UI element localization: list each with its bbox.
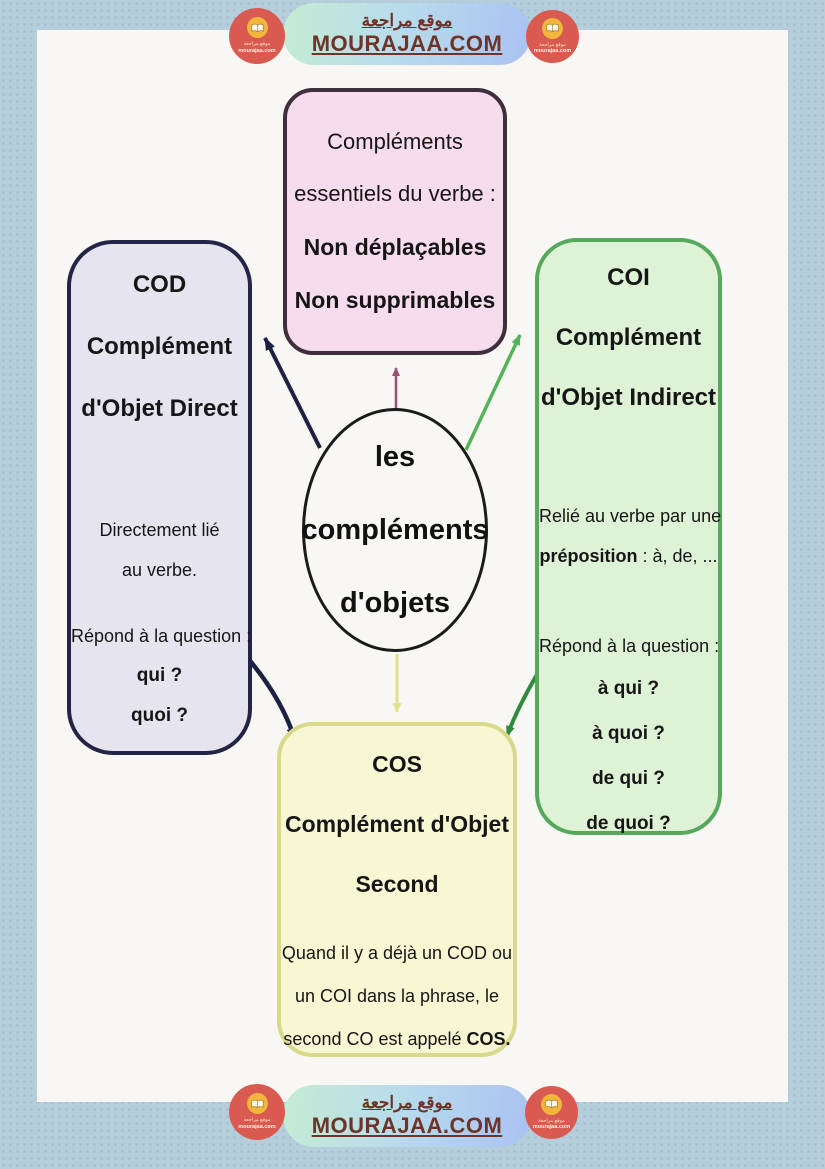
footer-left-logo-badge[interactable]: موقع مراجعة mourajaa.com <box>229 1084 285 1140</box>
cod-question-1: qui ? <box>136 665 183 686</box>
coi-title-line-1: Complément <box>555 324 702 351</box>
logo-domain-text: mourajaa.com <box>238 47 276 54</box>
cos-desc-line-3: second CO est appelé COS. <box>281 1018 513 1061</box>
central-line-3: d'objets <box>339 586 450 619</box>
essential-line-3: Non déplaçables <box>303 233 487 260</box>
header-site-domain-link[interactable]: MOURAJAA.COM <box>311 31 503 57</box>
cod-title-line-2: d'Objet Direct <box>81 395 238 422</box>
open-book-icon <box>541 1093 562 1115</box>
essential-line-2: essentiels du verbe : <box>294 181 496 207</box>
coi-desc-bold: préposition <box>539 546 638 566</box>
coi-question-1: à qui ? <box>597 678 660 699</box>
header-banner-pill[interactable]: موقع مراجعة MOURAJAA.COM <box>283 3 531 65</box>
coi-desc-line-2: préposition : à, de, ... <box>539 536 718 576</box>
header-right-logo-badge[interactable]: موقع مراجعة mourajaa.com <box>526 10 579 63</box>
coi-desc-rest: : à, de, ... <box>637 546 718 566</box>
footer-right-logo-badge[interactable]: موقع مراجعة mourajaa.com <box>525 1086 578 1139</box>
logo-domain-text: mourajaa.com <box>533 48 572 55</box>
cod-title-line-1: Complément <box>86 333 233 360</box>
open-book-icon <box>542 17 563 39</box>
coi-question-label: Répond à la question : <box>539 636 720 656</box>
footer-site-name-arabic: موقع مراجعة <box>361 1093 453 1113</box>
essential-line-4: Non supprimables <box>294 287 496 314</box>
coi-box: COI Complément d'Objet Indirect Relié au… <box>535 238 722 835</box>
logo-arabic-text: موقع مراجعة <box>243 1117 271 1124</box>
open-book-icon <box>246 1093 268 1115</box>
logo-domain-text: mourajaa.com <box>532 1124 571 1131</box>
cos-desc-regular: second CO est appelé <box>283 1029 467 1049</box>
logo-arabic-text: موقع مراجعة <box>538 1117 565 1124</box>
central-topic-circle: les compléments d'objets <box>302 408 488 652</box>
footer-banner-pill[interactable]: موقع مراجعة MOURAJAA.COM <box>283 1085 531 1147</box>
coi-abbr: COI <box>607 264 650 291</box>
essential-line-1: Compléments <box>327 128 463 154</box>
cod-question-label: Répond à la question : <box>71 626 252 646</box>
cos-abbr: COS <box>372 751 422 777</box>
logo-domain-text: mourajaa.com <box>238 1123 276 1130</box>
coi-title-line-2: d'Objet Indirect <box>540 384 717 411</box>
cos-desc-line-2: un COI dans la phrase, le <box>294 986 500 1006</box>
central-line-1: les <box>374 440 416 473</box>
cod-question-2: quoi ? <box>131 705 188 726</box>
essential-complements-box: Compléments essentiels du verbe : Non dé… <box>283 88 507 355</box>
cos-box: COS Complément d'Objet Second Quand il y… <box>277 722 517 1057</box>
cos-title-line-2: Second <box>355 871 439 897</box>
logo-arabic-text: موقع مراجعة <box>243 41 271 48</box>
cos-desc-bold: COS. <box>466 1029 511 1049</box>
header-left-logo-badge[interactable]: موقع مراجعة mourajaa.com <box>229 8 285 64</box>
cod-desc-line-2: au verbe. <box>121 560 198 580</box>
cos-title-line-1: Complément d'Objet <box>285 811 509 837</box>
logo-arabic-text: موقع مراجعة <box>539 41 566 48</box>
footer-site-domain-link[interactable]: MOURAJAA.COM <box>311 1113 503 1139</box>
coi-question-3: de qui ? <box>592 768 665 789</box>
coi-question-2: à quoi ? <box>592 723 665 744</box>
cod-abbr: COD <box>132 271 187 298</box>
open-book-icon <box>246 17 268 39</box>
cod-box: COD Complément d'Objet Direct Directemen… <box>67 240 252 755</box>
central-line-2: compléments <box>301 513 489 546</box>
coi-question-4: de quoi ? <box>586 813 671 834</box>
cos-desc-line-1: Quand il y a déjà un COD ou <box>281 943 513 963</box>
coi-desc-line-1: Relié au verbe par une <box>539 506 722 526</box>
cod-desc-line-1: Directement lié <box>99 520 220 540</box>
header-site-name-arabic: موقع مراجعة <box>361 11 453 31</box>
